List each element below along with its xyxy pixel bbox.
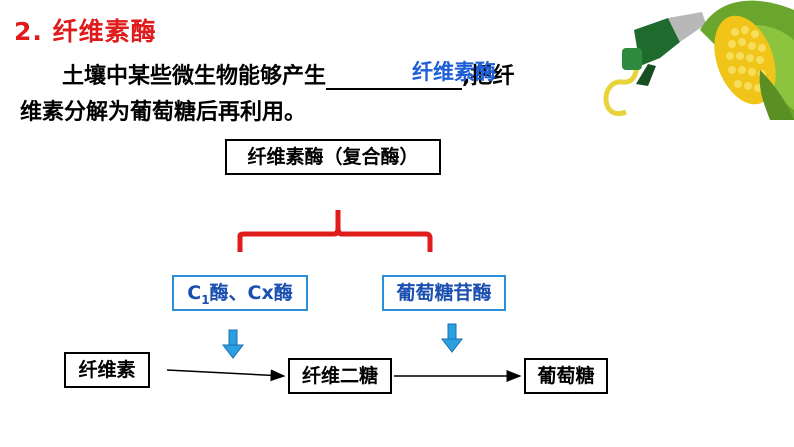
glucosidase-box: 葡萄糖苷酶	[382, 275, 506, 311]
down-arrow-icon	[440, 323, 464, 353]
paragraph-line-2: 维素分解为葡萄糖后再利用。	[20, 100, 307, 125]
paragraph-text-before-blank: 土壤中某些微生物能够产生	[62, 64, 327, 89]
c1-cx-enzyme-box: C1酶、Cx酶	[172, 275, 308, 311]
cellulose-box: 纤维素	[64, 352, 150, 388]
fill-blank-answer: 纤维素酶	[412, 60, 496, 84]
slide-title: 2. 纤维素酶	[14, 17, 157, 46]
c1-suffix: 酶、Cx酶	[209, 282, 293, 304]
down-arrow-icon	[221, 329, 245, 359]
red-brace	[237, 210, 433, 252]
c1-subscript: 1	[201, 292, 210, 307]
paragraph-line-1: 土壤中某些微生物能够产生 ,把纤	[62, 58, 514, 90]
complex-enzyme-box: 纤维素酶（复合酶）	[225, 139, 441, 175]
glucose-box: 葡萄糖	[524, 358, 608, 394]
c1-prefix: C	[187, 282, 202, 304]
flow-arrow-1	[166, 369, 286, 382]
cellobiose-box: 纤维二糖	[288, 358, 392, 394]
paragraph-text-after-blank: ,把纤	[462, 64, 515, 89]
fill-blank-line	[326, 64, 463, 90]
